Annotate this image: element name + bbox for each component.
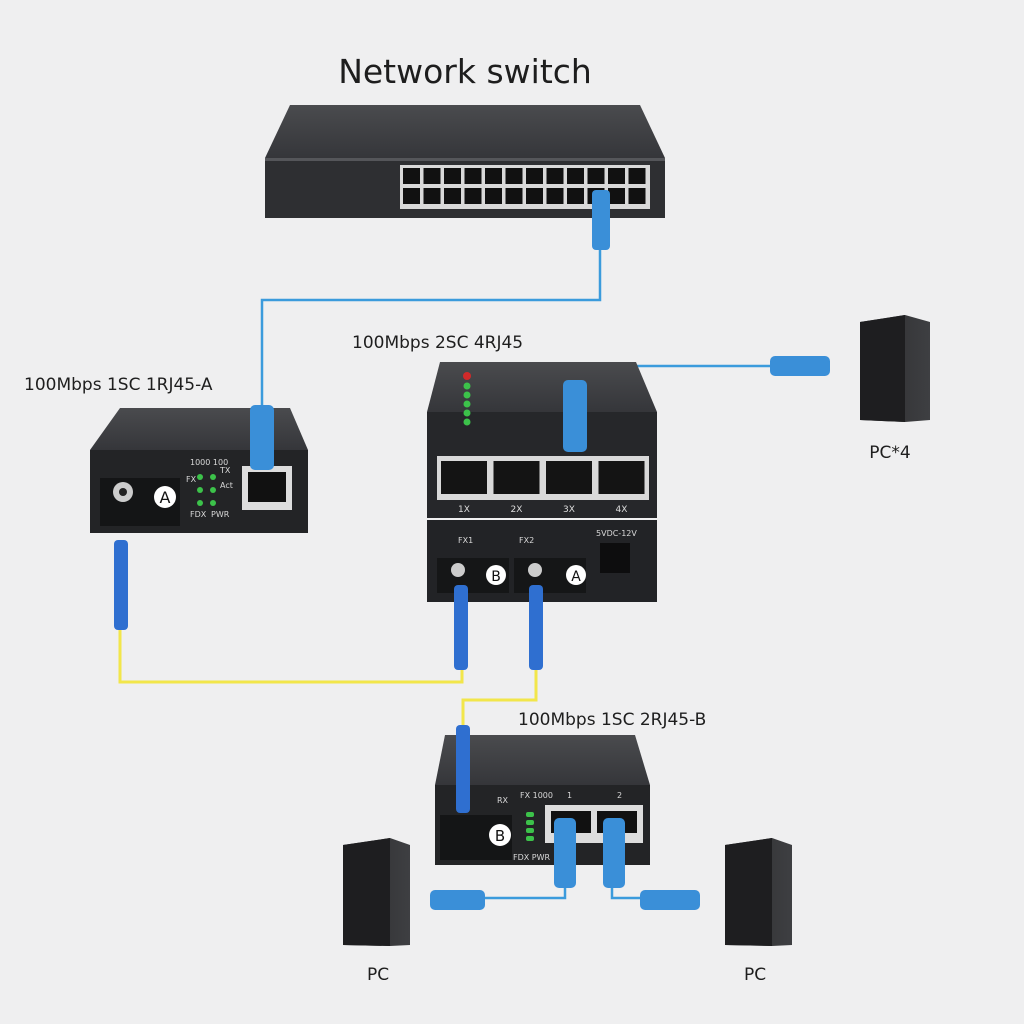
sc-connector [114,540,128,630]
rj45-port [598,461,645,494]
rj45-port [441,461,487,494]
led-label: TX [219,466,231,475]
led-label: FX [186,475,197,484]
switch-port [608,188,625,204]
badge-b: B [491,569,501,585]
led-label: PWR [211,510,230,519]
switch-port [567,188,584,204]
switch-port [628,188,646,204]
converter-a-label: 100Mbps 1SC 1RJ45-A [24,375,213,395]
fiber-port-label: FX1 [458,536,473,545]
converter-2sc-4rj45: 1X 2X 3X 4X FX1 FX2 5VDC-12V B A [427,362,657,670]
switch-port [505,168,523,184]
fiber-cable-fx2-to-b [461,665,538,730]
switch-port [464,168,482,184]
switch-port [464,188,482,204]
switch-port [567,168,584,184]
fiber-cable-a-to-fx1 [118,630,464,684]
pc-tower-icon [725,838,792,946]
led-label: FDX PWR [513,853,551,862]
sc-connector [529,585,543,670]
rj45-plug [640,890,700,910]
port-label: 1 [567,791,572,800]
switch-port [403,168,420,184]
switch-port [423,168,441,184]
badge-a: A [160,488,171,507]
port-label: 3X [563,505,575,515]
port-label: 4X [616,505,628,515]
switch-port [526,188,543,204]
rj45-plug [250,405,274,470]
rj45-plug [430,890,485,910]
switch-port [546,188,564,204]
switch-port [505,188,523,204]
rx-label: RX [497,796,509,805]
converter-b-label: 100Mbps 1SC 2RJ45-B [518,710,706,730]
switch-port [444,168,461,184]
badge-b: B [495,827,505,845]
switch-port [423,188,441,204]
pc-right-label: PC [744,965,766,985]
switch-port [628,168,646,184]
fiber-port-label: FX2 [519,536,534,545]
led-label: 1000 100 [190,458,228,467]
switch-port [608,168,625,184]
converter-b: B RX FX 1000 1 2 FDX PWR [435,725,650,888]
rj45-plug [563,380,587,452]
switch-port [444,188,461,204]
rj45-plug [554,818,576,888]
port-label: 2X [511,505,523,515]
rj45-plug [592,190,610,250]
converter-2sc4rj45-label: 100Mbps 2SC 4RJ45 [352,333,523,353]
sc-connector [454,585,468,670]
switch-port [546,168,564,184]
power-label: 5VDC-12V [596,529,637,538]
rj45-port [546,461,592,494]
switch-port [587,168,605,184]
led-label: Act [220,481,233,490]
pc-group-label: PC*4 [869,443,910,463]
rj45-plug [770,356,830,376]
port-label: 1X [458,505,470,515]
pc-left-label: PC [367,965,389,985]
ethernet-cable-switch-to-a [260,250,602,420]
switch-port [485,188,502,204]
rj45-port [493,461,540,494]
pc-tower-icon [343,838,410,946]
led-label: FDX [190,510,207,519]
pc-tower-icon [860,315,930,422]
led-label: FX 1000 [520,791,553,800]
power-jack [600,543,630,573]
sc-connector [456,725,470,813]
converter-a: A 1000 100 FX TX Act FDX PWR [90,405,308,630]
badge-a: A [571,569,581,585]
rj45-plug [603,818,625,888]
switch-port [403,188,420,204]
network-switch [265,105,665,250]
diagram-title: Network switch [338,52,592,91]
switch-port [526,168,543,184]
switch-port [485,168,502,184]
port-label: 2 [617,791,622,800]
